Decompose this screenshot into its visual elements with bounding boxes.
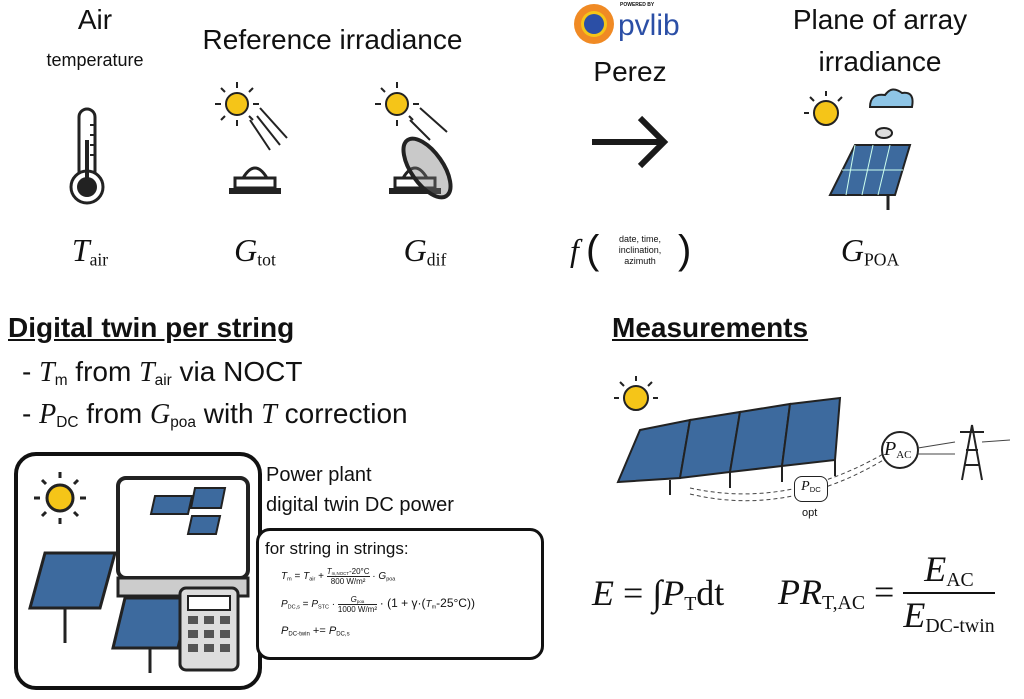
measurements-heading: Measurements bbox=[612, 312, 809, 343]
poa-panel-icon bbox=[804, 88, 914, 210]
pvlib-logo: POWERED BY pvlib bbox=[572, 2, 702, 50]
pvlib-sun-icon bbox=[574, 4, 614, 44]
reference-irradiance-title: Reference irradiance bbox=[202, 24, 463, 55]
arrow-right-icon bbox=[592, 115, 669, 169]
p-dc-optional-note: opt bbox=[802, 507, 818, 519]
diffuse-pyranometer-icon bbox=[375, 82, 453, 200]
poa-title-1: Plane of array bbox=[792, 4, 968, 35]
energy-equation: E = ∫PTdt bbox=[592, 573, 725, 615]
g-poa-symbol: GPOA bbox=[840, 232, 900, 270]
pvlib-powered-by: POWERED BY bbox=[620, 2, 655, 8]
pvlib-wordmark: pvlib bbox=[618, 9, 680, 42]
equation-pdc-twin: PDC-twin += PDC,s bbox=[281, 625, 350, 638]
global-pyranometer-icon bbox=[215, 82, 288, 194]
twin-bullet-2: - PDC from Gpoa with T correction bbox=[22, 398, 408, 431]
digital-twin-illustration bbox=[28, 472, 250, 673]
twin-bullet-1: - Tm from Tair via NOCT bbox=[22, 356, 303, 389]
twin-code-box: for string in strings: Tm = Tair + Tm,NO… bbox=[256, 528, 544, 660]
g-dif-symbol: Gdif bbox=[403, 232, 447, 270]
air-title: Air bbox=[77, 4, 113, 35]
poa-title-2: irradiance bbox=[818, 46, 942, 77]
p-ac-label: PAC bbox=[884, 438, 912, 461]
p-dc-label: PDC bbox=[794, 476, 828, 502]
twin-heading: Digital twin per string bbox=[8, 312, 295, 343]
pv-array-grid-illustration bbox=[614, 376, 1010, 502]
thermometer-icon bbox=[69, 107, 105, 205]
code-header: for string in strings: bbox=[265, 539, 409, 558]
t-air-symbol: Tair bbox=[71, 232, 109, 270]
g-tot-symbol: Gtot bbox=[234, 232, 276, 270]
perez-function: f ( date, time,inclination,azimuth ) bbox=[570, 228, 692, 272]
perez-title: Perez bbox=[593, 56, 667, 87]
air-subtitle: temperature bbox=[46, 50, 144, 70]
